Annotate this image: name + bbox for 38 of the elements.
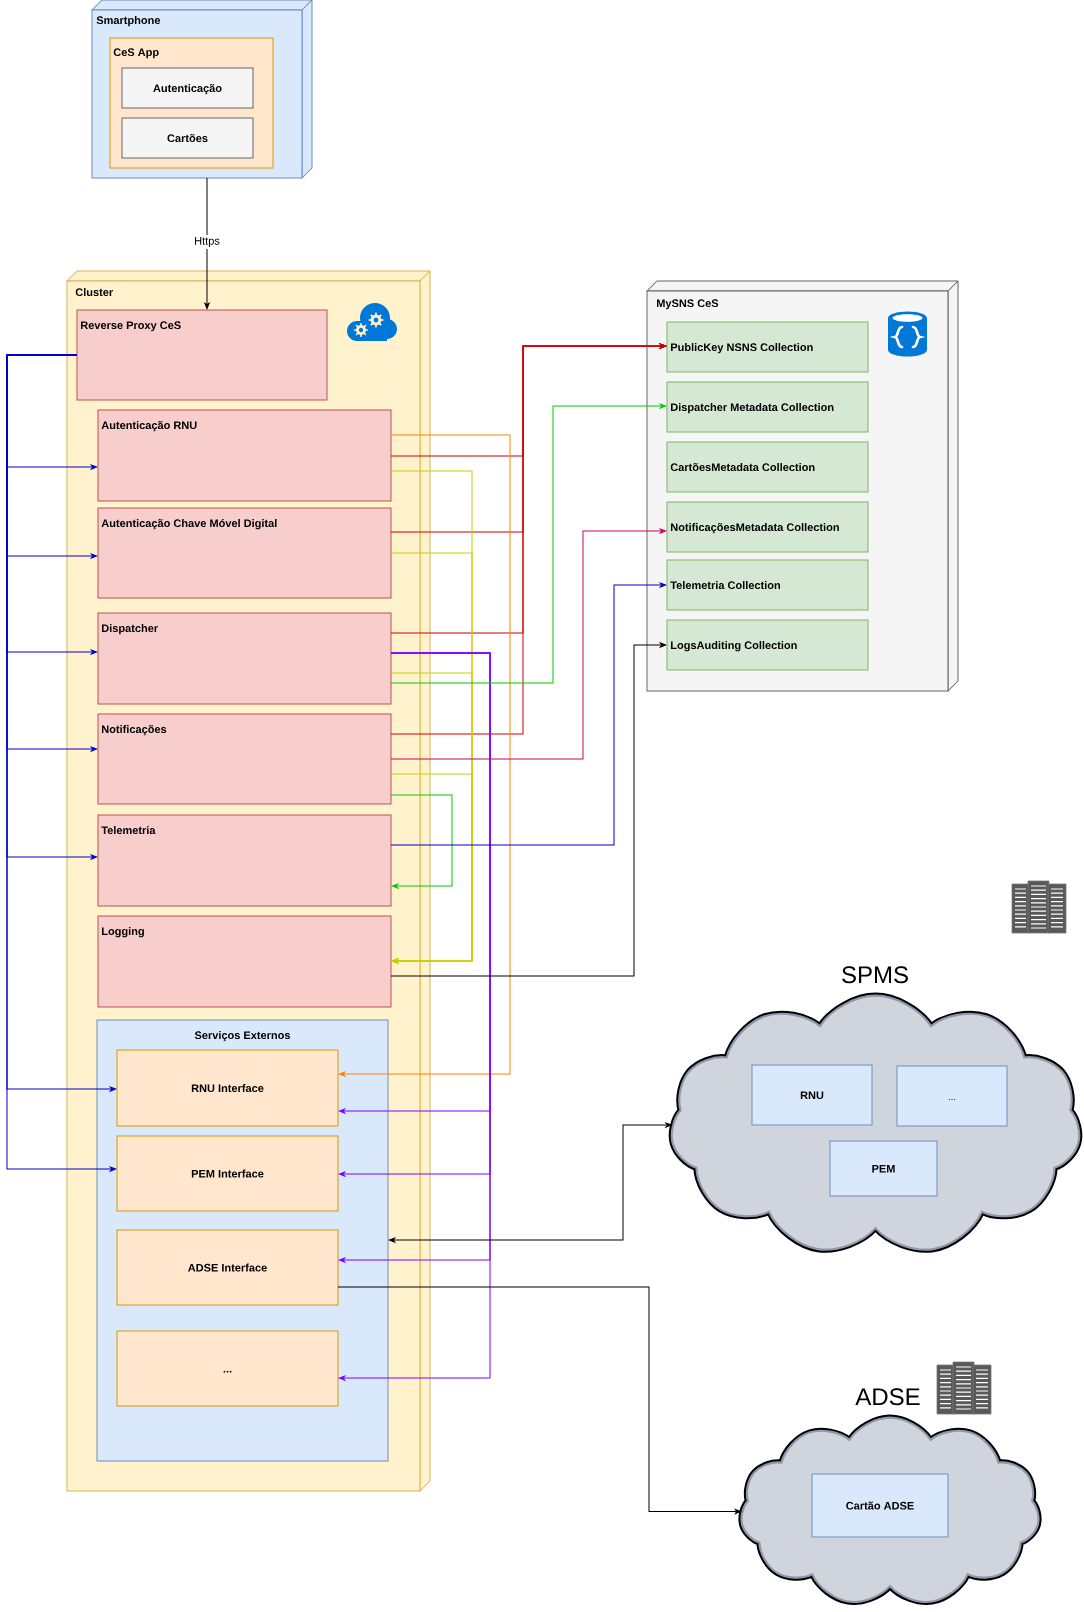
module-box: Cartões — [121, 117, 254, 159]
collection-box: LogsAuditing Collection — [666, 619, 869, 671]
service-box: Notificações — [97, 713, 392, 805]
cloud-heading: ADSE — [855, 1388, 920, 1406]
collection-box: NotificaçõesMetadata Collection — [666, 501, 869, 553]
arrow — [390, 582, 667, 846]
proxy-box: Reverse Proxy CeS — [76, 309, 328, 401]
collection-box: PublicKey NSNS Collection — [666, 321, 869, 373]
arrow — [390, 642, 667, 977]
service-box: Logging — [97, 915, 392, 1008]
service-box: Telemetria — [97, 814, 392, 907]
interface-box: PEM Interface — [116, 1135, 339, 1212]
arrow — [390, 403, 667, 684]
system-box: ... — [896, 1065, 1008, 1127]
service-box: Dispatcher — [97, 612, 392, 705]
service-box: Autenticação RNU — [97, 409, 392, 502]
edge-label: Https — [192, 235, 222, 249]
module-box: Autenticação — [121, 67, 254, 109]
collection-box: CartõesMetadata Collection — [666, 441, 869, 493]
interface-box: RNU Interface — [116, 1049, 339, 1127]
service-box: Autenticação Chave Móvel Digital — [97, 507, 392, 599]
arrow — [338, 434, 511, 1077]
system-box: PEM — [829, 1140, 938, 1197]
arrow — [390, 773, 473, 964]
collection-box: Telemetria Collection — [666, 559, 869, 611]
arrow — [338, 652, 491, 1381]
arrow — [390, 528, 667, 760]
collection-box: Dispatcher Metadata Collection — [666, 381, 869, 433]
arrow — [388, 1122, 672, 1243]
arrow — [390, 794, 453, 889]
system-box: RNU — [751, 1064, 873, 1126]
arrow — [337, 1286, 742, 1515]
interface-box: ADSE Interface — [116, 1229, 339, 1306]
arrow — [390, 343, 667, 735]
system-box: Cartão ADSE — [811, 1473, 949, 1538]
interface-box: ... — [116, 1330, 339, 1407]
arrow — [204, 177, 210, 310]
cloud-heading: SPMS — [842, 966, 908, 984]
